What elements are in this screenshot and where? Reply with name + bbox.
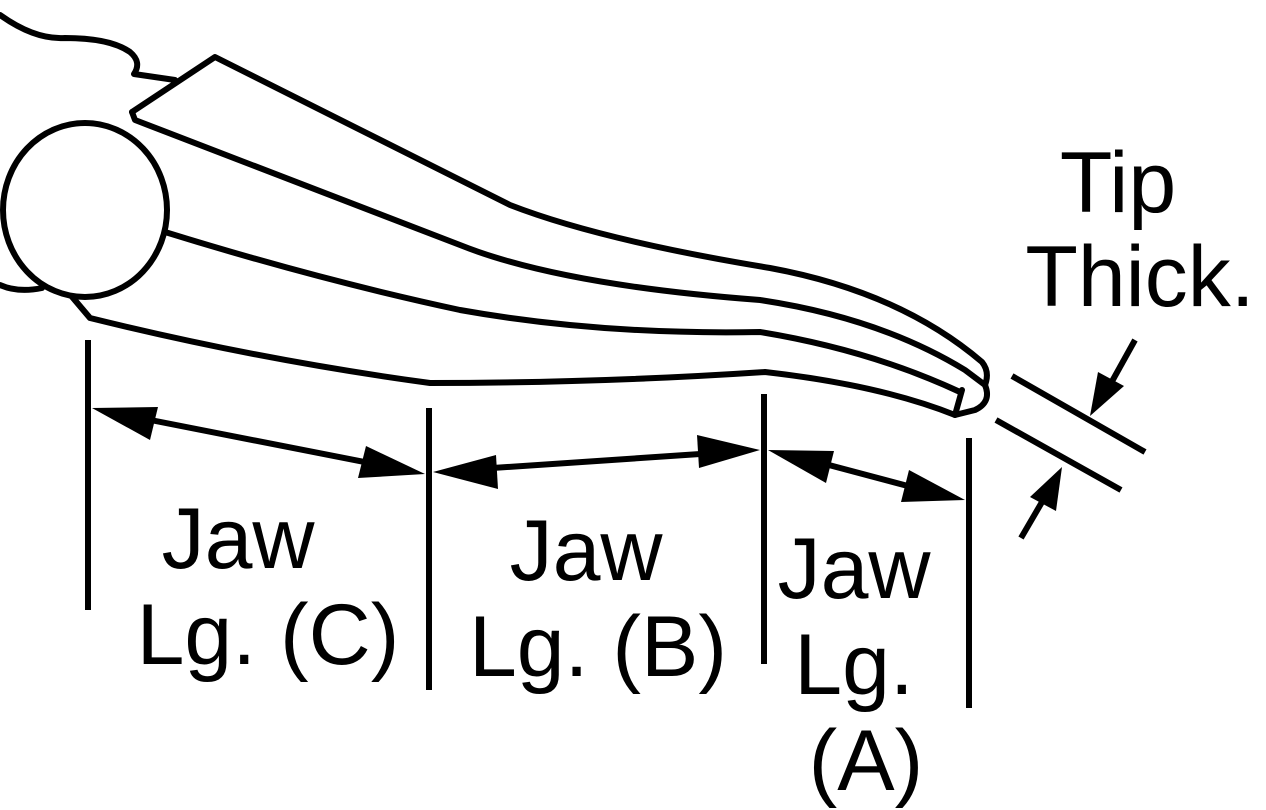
label-jaw-c: Jaw Lg. (C): [137, 491, 400, 683]
arrowhead-a-right: [901, 470, 965, 502]
label-jaw-b: Jaw Lg. (B): [469, 503, 727, 695]
label-jaw-a: Jaw Lg. (A): [778, 521, 955, 809]
tip-thickness-arrow-top-shaft: [1107, 338, 1138, 387]
arrowhead-c-right: [358, 446, 425, 478]
tip-thickness-line-top: [1010, 373, 1147, 455]
tip-thickness-arrow-bottom-shaft: [1018, 500, 1045, 540]
arrowhead-a-left: [768, 450, 834, 483]
lower-jaw-inner-edge: [162, 229, 963, 395]
arrowhead-c-left: [92, 407, 158, 440]
lower-jaw-outline: [65, 289, 965, 418]
tip-thickness-line-bottom: [994, 417, 1123, 493]
dimension-line-b: [462, 449, 731, 473]
tip-thickness-arrowhead-top: [1090, 372, 1124, 416]
plier-handle-outline: [0, 12, 178, 83]
tip-thickness-arrowhead-bottom: [1030, 467, 1062, 511]
dimension-line-c: [119, 411, 396, 471]
label-tip-thickness: Tip Thick.: [1025, 135, 1254, 325]
arrowhead-b-left: [433, 455, 498, 489]
upper-jaw-inner-edge: [129, 109, 988, 388]
plier-handle-lower-outline: [0, 282, 45, 293]
pivot-circle: [0, 120, 170, 300]
upper-jaw-outline: [129, 54, 990, 388]
arrowhead-b-right: [697, 435, 760, 468]
jaw-tip-outline: [952, 382, 990, 418]
